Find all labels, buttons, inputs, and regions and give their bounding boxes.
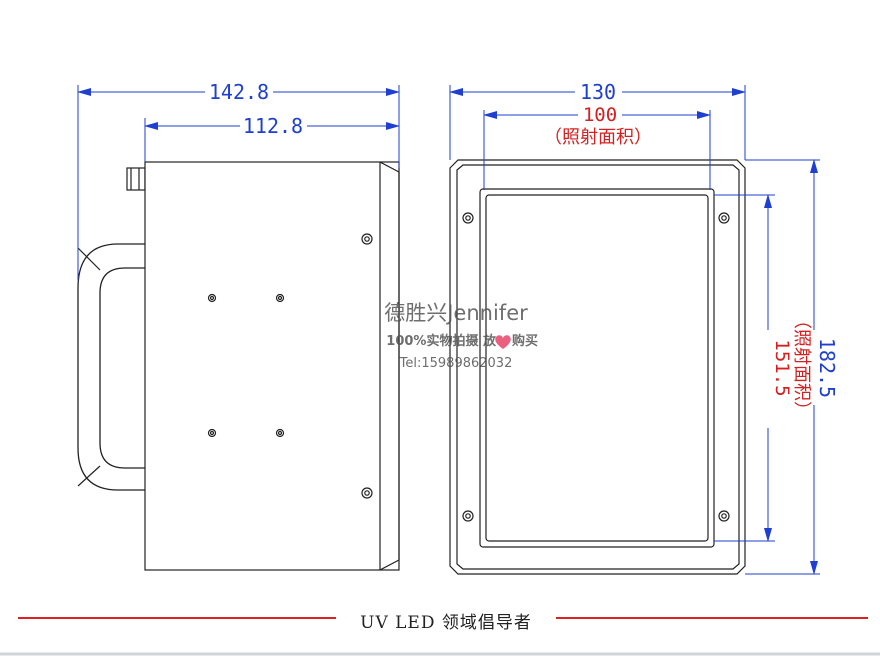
handle — [77, 243, 145, 491]
connector — [126, 167, 146, 191]
footer: UV LED 领域倡导者 — [0, 613, 880, 656]
front-frame-outer — [449, 159, 746, 575]
watermark: 德胜兴Jennifer 100%实物拍摄 放 购买 Tel:1598986203… — [384, 301, 538, 371]
front-window — [479, 188, 715, 548]
dim-front-window-height: 151.5 — [771, 339, 793, 396]
dim-side-body-width: 112.8 — [243, 114, 303, 138]
dim-side-total-width: 142.8 — [209, 80, 269, 104]
side-body — [144, 161, 400, 571]
dim-front-outer-width: 130 — [580, 80, 616, 104]
side-dimensions — [77, 85, 400, 280]
dim-front-window-width: 100 — [583, 104, 617, 126]
heart-icon — [495, 335, 511, 349]
front-screw-holes — [462, 212, 730, 522]
watermark-slogan-left: 100%实物拍摄 放 — [386, 333, 497, 349]
side-screw-holes — [207, 233, 373, 499]
side-view — [77, 161, 400, 571]
dim-front-window-height-note: （照射面积） — [791, 311, 812, 419]
dim-front-window-width-note: （照射面积） — [544, 127, 652, 148]
front-view — [449, 159, 746, 575]
watermark-brand: 德胜兴Jennifer — [384, 301, 528, 325]
footer-caption: UV LED 领域倡导者 — [360, 613, 532, 633]
watermark-slogan-right: 购买 — [512, 333, 538, 349]
dim-front-outer-height: 182.5 — [815, 338, 839, 398]
front-dimensions — [449, 85, 820, 575]
watermark-phone: Tel:15989862032 — [399, 356, 513, 371]
